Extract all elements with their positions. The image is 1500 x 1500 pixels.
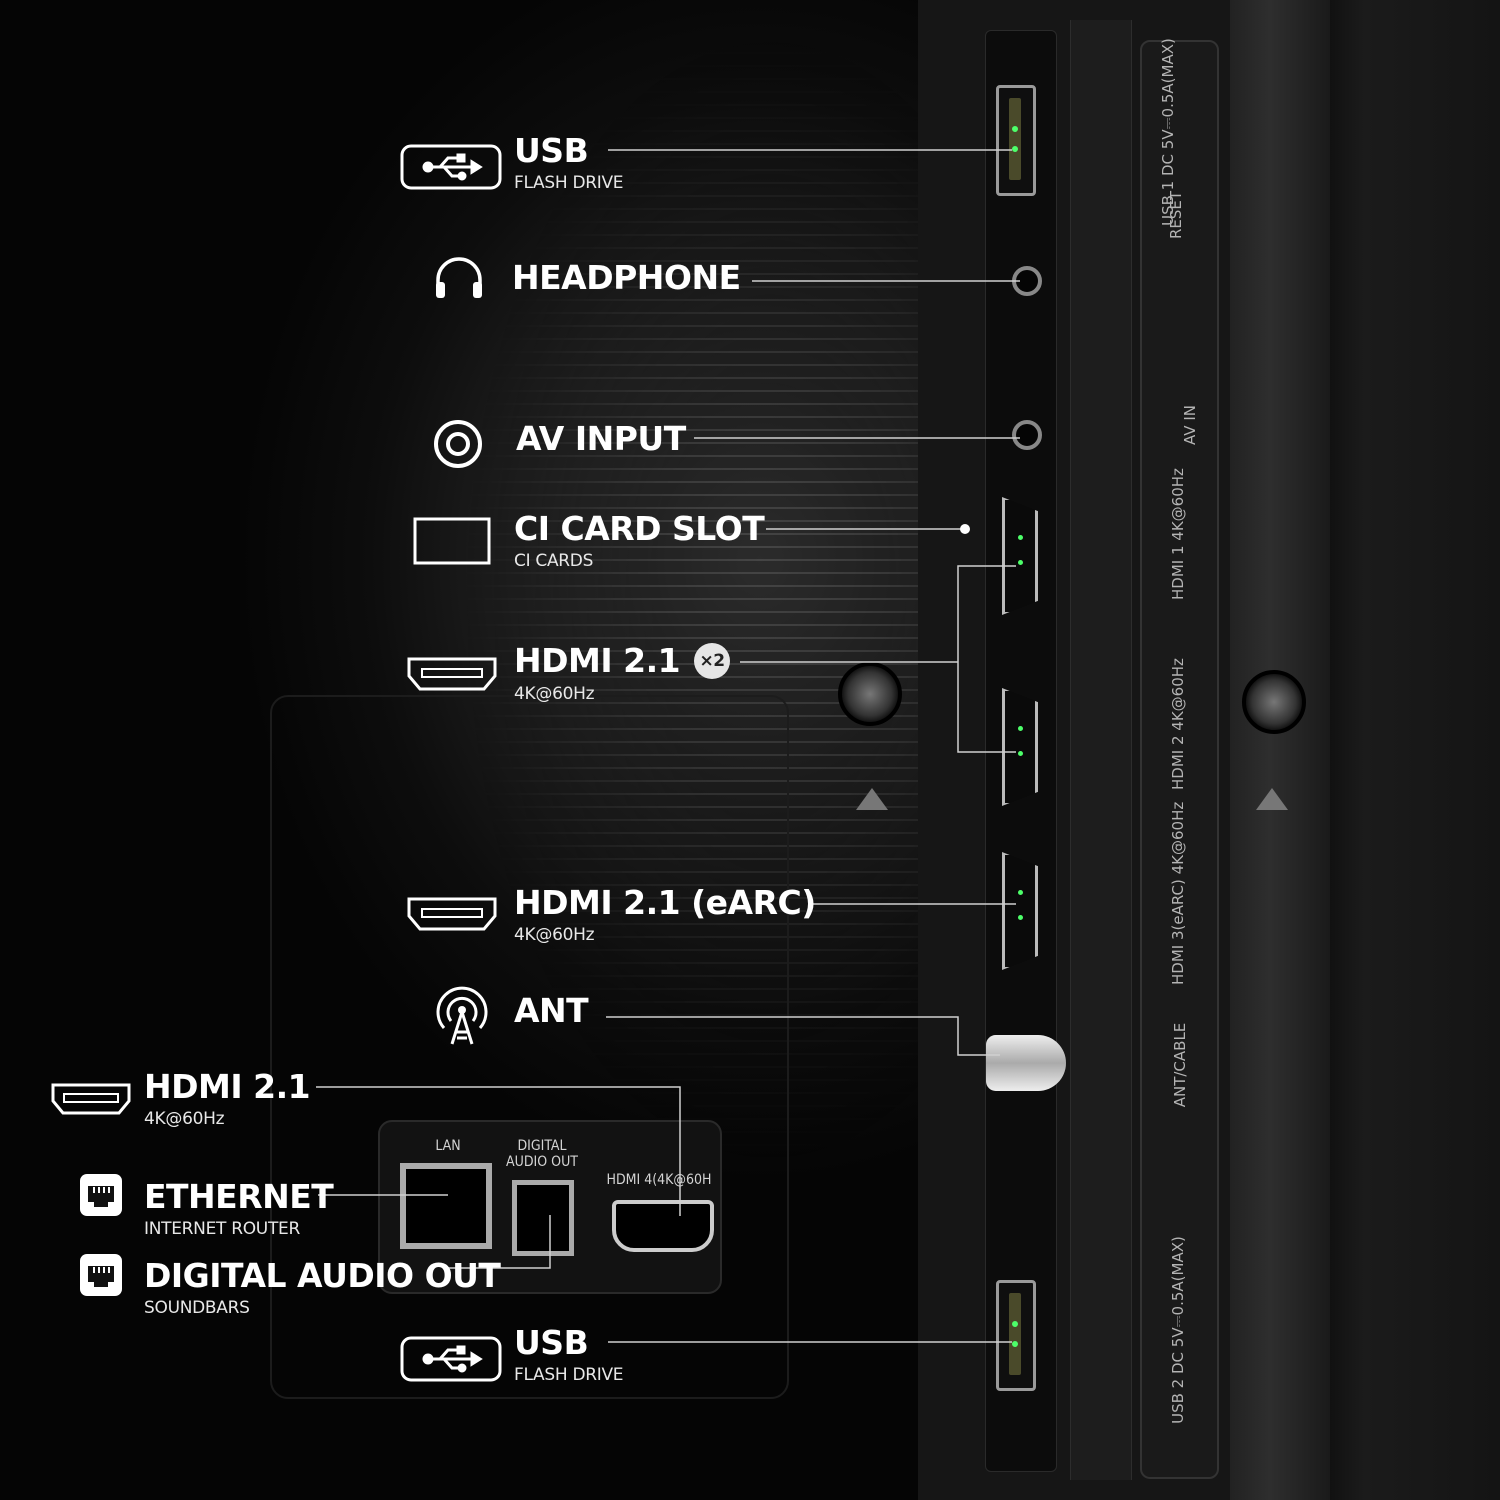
label-hdmi-side: HDMI 2.1 4K@60Hz: [144, 1067, 311, 1130]
ci-card-subtitle: CI CARDS: [514, 551, 594, 571]
label-ci-card: CI CARD SLOT CI CARDS: [514, 509, 765, 572]
headphone-title: HEADPHONE: [512, 258, 741, 297]
ant-title: ANT: [514, 991, 589, 1030]
usb-1-port: [996, 85, 1036, 196]
frame-outer-edge: [1330, 0, 1500, 1500]
hdmi-x2-title: HDMI 2.1: [514, 640, 681, 680]
mount-screw-right: [1242, 670, 1306, 734]
usb-icon: [400, 1336, 502, 1382]
hdmi-x2-subtitle: 4K@60Hz: [514, 683, 595, 704]
ethernet-subtitle: INTERNET ROUTER: [144, 1219, 300, 1239]
hdmi-4-port: [612, 1200, 714, 1252]
label-usb-bottom: USB FLASH DRIVE: [514, 1323, 624, 1386]
label-ethernet: ETHERNET INTERNET ROUTER: [144, 1177, 334, 1240]
hdmi-icon: [407, 897, 497, 931]
digital-audio-port: [512, 1180, 574, 1256]
side-rail: [1070, 20, 1132, 1480]
frame-edge: [1230, 0, 1330, 1500]
usb-subtitle: FLASH DRIVE: [514, 173, 624, 193]
hdmi-1-port: [1002, 497, 1038, 615]
ethernet-icon: [80, 1254, 122, 1296]
label-hdmi-earc: HDMI 2.1 (eARC) 4K@60Hz: [514, 886, 816, 946]
lan-port: [400, 1163, 492, 1249]
silk-hdmi4: HDMI 4(4K@60H: [606, 1172, 712, 1188]
usb-2-port: [996, 1280, 1036, 1391]
hdmi-earc-subtitle: 4K@60Hz: [514, 925, 595, 945]
label-usb-top: USB FLASH DRIVE: [514, 131, 624, 194]
mount-screw-left: [838, 662, 902, 726]
hdmi-2-port: [1002, 688, 1038, 806]
ci-card-title: CI CARD SLOT: [514, 509, 765, 548]
hdmi-side-subtitle: 4K@60Hz: [144, 1109, 225, 1129]
silk-digital-audio-out: DIGITAL AUDIO OUT: [506, 1138, 578, 1170]
usb-icon: [400, 144, 502, 190]
headphone-icon: [436, 257, 482, 298]
label-av-input: AV INPUT: [516, 422, 686, 456]
back-cover-recess: [270, 695, 789, 1399]
av-input-jack: [1012, 420, 1042, 450]
antenna-icon: [436, 986, 488, 1045]
hdmi-icon: [51, 1083, 131, 1115]
label-hdmi-x2: HDMI 2.1 ×2 4K@60Hz: [514, 640, 731, 705]
ethernet-title: ETHERNET: [144, 1177, 334, 1216]
ci-card-icon: [413, 517, 491, 565]
av-input-title: AV INPUT: [516, 419, 686, 458]
usb-title: USB: [514, 131, 589, 170]
quantity-badge: ×2: [694, 642, 731, 679]
arrow-up-icon: [1256, 788, 1288, 810]
digital-audio-subtitle: SOUNDBARS: [144, 1298, 250, 1318]
hdmi-earc-title: HDMI 2.1 (eARC): [514, 883, 816, 922]
silk-lan: LAN: [435, 1138, 461, 1154]
usb-bottom-title: USB: [514, 1323, 589, 1362]
usb-bottom-subtitle: FLASH DRIVE: [514, 1365, 624, 1385]
ethernet-icon: [80, 1174, 122, 1216]
hdmi-icon: [407, 657, 497, 691]
hdmi-3-port: [1002, 852, 1038, 970]
hdmi-side-title: HDMI 2.1: [144, 1067, 311, 1106]
label-digital-audio: DIGITAL AUDIO OUT SOUNDBARS: [144, 1256, 501, 1319]
digital-audio-title: DIGITAL AUDIO OUT: [144, 1256, 501, 1295]
label-ant: ANT: [514, 991, 589, 1030]
arrow-up-icon: [856, 788, 888, 810]
av-input-icon: [434, 420, 482, 468]
silkscreen-panel: [1140, 40, 1219, 1479]
antenna-connector: [986, 1035, 1066, 1091]
label-headphone: HEADPHONE: [512, 261, 741, 295]
